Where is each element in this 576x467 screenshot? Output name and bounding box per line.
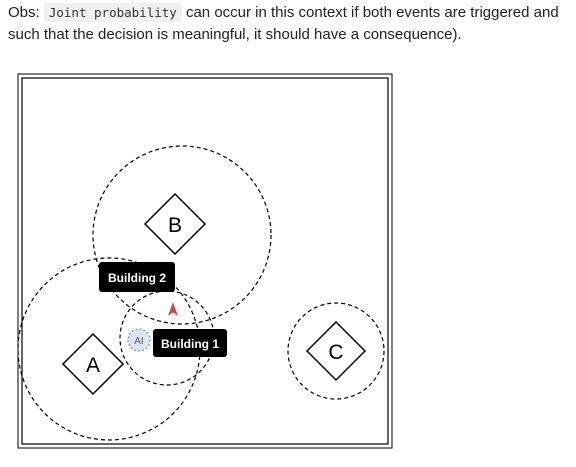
ai-agent-label: AI	[134, 336, 143, 347]
diamond-b-shape	[143, 192, 207, 256]
building-1-label: Building 1	[161, 337, 219, 351]
node-b: B	[143, 192, 207, 256]
building-2-label: Building 2	[108, 271, 166, 285]
diamond-a-shape	[61, 332, 125, 396]
obs-prefix: Obs:	[8, 4, 44, 21]
building-2-tag-bg	[99, 262, 175, 292]
paragraph: Obs: Joint probability can occur in this…	[8, 2, 576, 46]
node-a-label: A	[86, 354, 100, 377]
diagram-canvas: B A C Building 2 AI Building 1	[17, 73, 393, 449]
inner-border	[21, 77, 389, 445]
paragraph-line-1-text: can occur in this context if both events…	[181, 4, 559, 21]
node-b-label: B	[168, 214, 182, 237]
paragraph-line-1: Obs: Joint probability can occur in this…	[8, 2, 576, 24]
diamond-c-shape	[305, 320, 367, 382]
paragraph-line-2: such that the decision is meaningful, it…	[8, 26, 462, 43]
inline-code-joint-probability: Joint probability	[43, 3, 182, 22]
building-1-tag: Building 1	[153, 329, 227, 357]
outer-border	[17, 73, 393, 449]
node-c: C	[305, 320, 367, 382]
node-a: A	[61, 332, 125, 396]
building-1-tag-bg	[153, 329, 227, 357]
ai-agent: AI	[127, 328, 151, 352]
node-c-label: C	[328, 341, 343, 364]
ai-agent-circle	[127, 328, 151, 352]
arrow-up-icon	[168, 302, 178, 316]
diagram-figure: B A C Building 2 AI Building 1	[17, 73, 393, 449]
building-2-tag: Building 2	[99, 262, 175, 292]
circle-c-range	[287, 302, 385, 400]
circle-b-range	[92, 145, 272, 325]
